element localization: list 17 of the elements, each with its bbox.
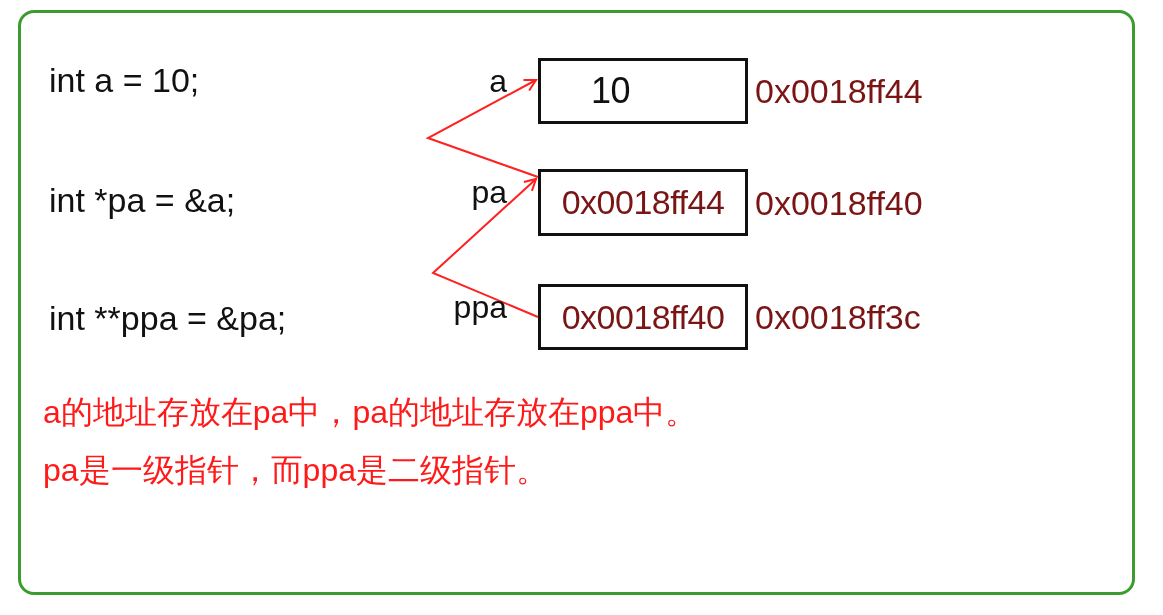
memory-address: 0x0018ff3c — [755, 297, 921, 337]
memory-address: 0x0018ff40 — [755, 183, 923, 222]
cell-value: 0x0018ff40 — [561, 297, 725, 337]
variable-name: pa — [471, 174, 507, 211]
variable-name: ppa — [453, 289, 507, 326]
arrow — [431, 178, 539, 318]
cell-value: 0x0018ff44 — [561, 183, 725, 222]
arrow — [425, 78, 539, 178]
code-line: int *pa = &a; — [49, 181, 236, 220]
frame-box — [18, 10, 1135, 595]
cell-value: 10 — [590, 70, 631, 112]
memory-address: 0x0018ff44 — [755, 71, 923, 111]
note-text: pa是一级指针，而ppa是二级指针。 — [43, 451, 548, 490]
note-text: a的地址存放在pa中，pa的地址存放在ppa中。 — [43, 393, 698, 432]
variable-name: a — [489, 63, 507, 100]
code-line: int a = 10; — [49, 61, 200, 100]
code-line: int **ppa = &pa; — [49, 299, 287, 338]
